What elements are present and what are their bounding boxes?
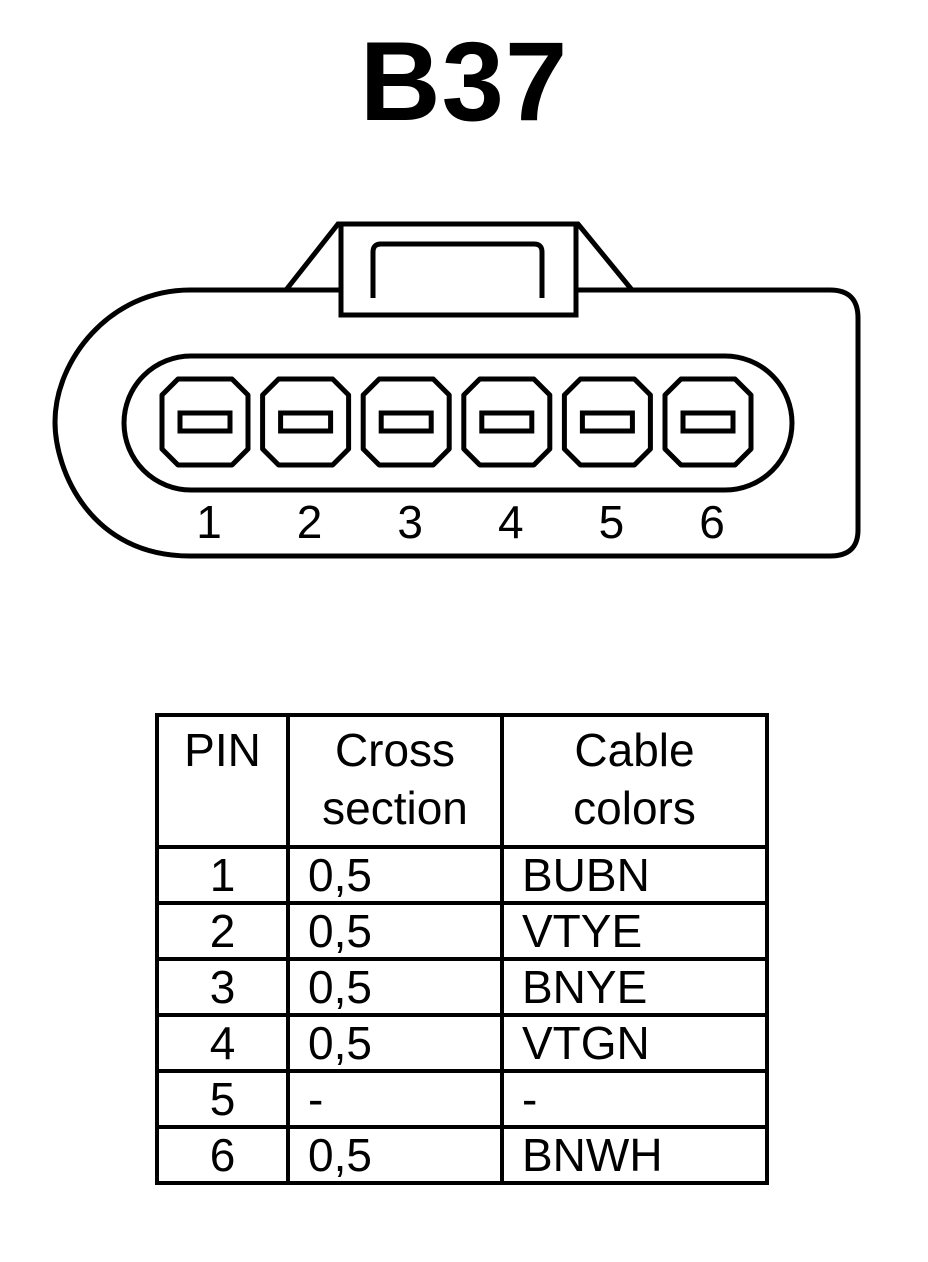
latch-window	[370, 241, 545, 298]
cell-pin: 5	[155, 1069, 290, 1129]
pin-cavity-4	[461, 376, 553, 468]
pin-terminal-5	[579, 410, 635, 434]
pin-terminal-4	[479, 410, 535, 434]
pin-cavity-1	[159, 376, 251, 468]
pin-label-1: 1	[196, 496, 222, 548]
table-row: 3 0,5 BNYE	[155, 957, 769, 1017]
cell-cross-section: -	[286, 1069, 504, 1129]
pin-terminal-3	[378, 410, 434, 434]
header-cable-colors-line1: Cable	[574, 724, 695, 776]
cell-cable-color: BUBN	[500, 845, 769, 905]
pin-terminal-6	[680, 410, 736, 434]
pin-cavity-2	[260, 376, 352, 468]
cell-pin: 4	[155, 1013, 290, 1073]
table-header-row: PIN Cross section Cable colors	[155, 713, 769, 849]
header-cross-section: Cross section	[286, 713, 504, 849]
pin-cavity-5	[561, 376, 653, 468]
table-row: 4 0,5 VTGN	[155, 1013, 769, 1073]
cell-cross-section: 0,5	[286, 957, 504, 1017]
connector-title: B37	[359, 19, 569, 144]
connector-housing	[52, 287, 861, 559]
cell-cross-section: 0,5	[286, 1013, 504, 1073]
cell-cross-section: 0,5	[286, 845, 504, 905]
cell-cable-color: BNYE	[500, 957, 769, 1017]
pin-label-5: 5	[599, 496, 625, 548]
cell-cross-section: 0,5	[286, 901, 504, 961]
cell-cable-color: BNWH	[500, 1125, 769, 1185]
pin-cavity-6	[662, 376, 754, 468]
connector-diagram: 1 2 3 4 5 6	[52, 221, 861, 559]
header-cable-colors: Cable colors	[500, 713, 769, 849]
table-row: 5 - -	[155, 1069, 769, 1129]
cell-pin: 6	[155, 1125, 290, 1185]
latch-frame	[338, 221, 579, 318]
header-cross-section-line2: section	[322, 782, 468, 834]
pin-terminal-2	[278, 410, 334, 434]
cell-pin: 1	[155, 845, 290, 905]
table-row: 2 0,5 VTYE	[155, 901, 769, 961]
cell-cable-color: VTGN	[500, 1013, 769, 1073]
cell-cable-color: VTYE	[500, 901, 769, 961]
pin-label-6: 6	[699, 496, 725, 548]
header-pin-label: PIN	[184, 724, 261, 776]
pin-cavity-3	[360, 376, 452, 468]
pin-row-enclosure	[121, 353, 795, 493]
cell-cross-section: 0,5	[286, 1125, 504, 1185]
pin-label-2: 2	[297, 496, 323, 548]
cell-cable-color: -	[500, 1069, 769, 1129]
pin-label-4: 4	[498, 496, 524, 548]
header-pin: PIN	[155, 713, 290, 849]
header-cross-section-line1: Cross	[334, 724, 456, 776]
header-cable-colors-line2: colors	[573, 782, 696, 834]
cell-pin: 2	[155, 901, 290, 961]
pin-terminal-1	[177, 410, 233, 434]
pin-label-3: 3	[397, 496, 423, 548]
pin-assignment-table: PIN Cross section Cable colors 1 0,5 BUB…	[155, 713, 769, 1185]
table-row: 6 0,5 BNWH	[155, 1125, 769, 1185]
table-row: 1 0,5 BUBN	[155, 845, 769, 905]
cell-pin: 3	[155, 957, 290, 1017]
